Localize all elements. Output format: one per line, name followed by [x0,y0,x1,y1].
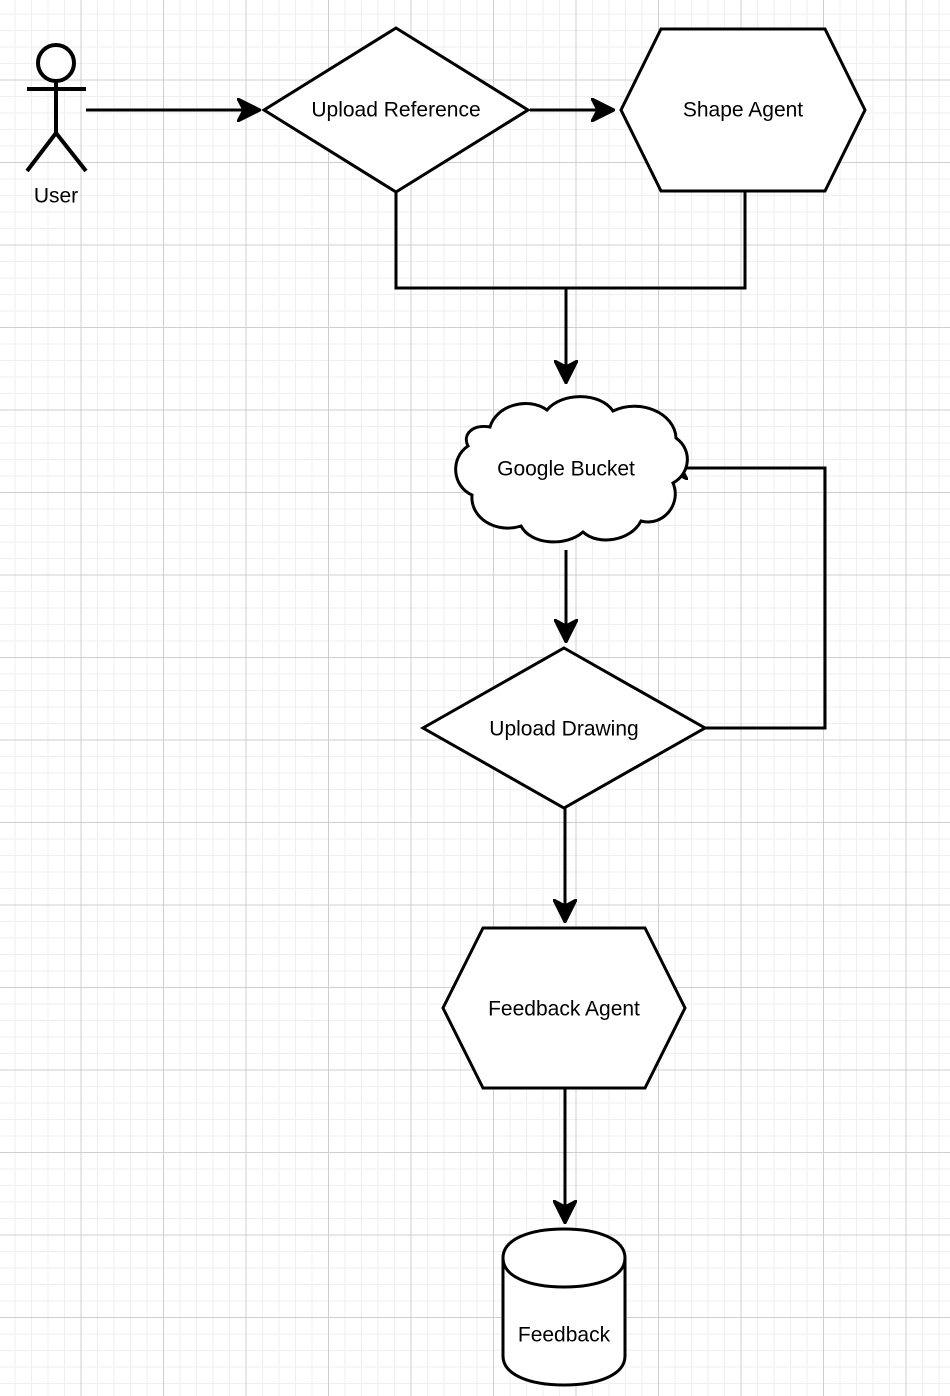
node-label-feedback-agent: Feedback Agent [488,998,640,1021]
actor-legs-icon [25,131,88,173]
node-shape-agent[interactable]: Shape Agent [619,27,867,193]
node-user[interactable]: User [25,43,88,208]
nodes-layer: User Upload Reference Shape Agent Google… [25,26,867,1387]
edge-upload-drawing-to-google-bucket[interactable] [666,468,827,730]
node-feedback-agent[interactable]: Feedback Agent [441,926,687,1090]
edges-layer [86,110,827,1222]
node-label-google-bucket: Google Bucket [497,458,635,481]
edge-upload-reference-to-google-bucket[interactable] [394,192,566,382]
node-feedback-store[interactable]: Feedback [501,1227,627,1387]
cloud-shape-google-bucket [454,395,689,544]
node-label-feedback-store: Feedback [518,1324,611,1347]
node-upload-reference[interactable]: Upload Reference [261,26,531,194]
node-upload-drawing[interactable]: Upload Drawing [419,646,709,810]
cylinder-body-feedback-store [501,1227,627,1387]
node-label-shape-agent: Shape Agent [683,99,803,122]
cylinder-top-ellipse-feedback-store [501,1257,627,1289]
node-label-upload-reference: Upload Reference [311,99,480,122]
node-label-user: User [34,185,78,208]
diamond-shape-upload-reference [261,26,531,194]
hexagon-shape-shape-agent [619,27,867,193]
hexagon-shape-feedback-agent [441,926,687,1090]
diamond-shape-upload-drawing [419,646,709,810]
actor-head-icon [36,43,76,83]
node-label-upload-drawing: Upload Drawing [489,718,638,741]
node-google-bucket[interactable]: Google Bucket [454,395,689,544]
edge-shape-agent-to-merge[interactable] [566,191,747,290]
